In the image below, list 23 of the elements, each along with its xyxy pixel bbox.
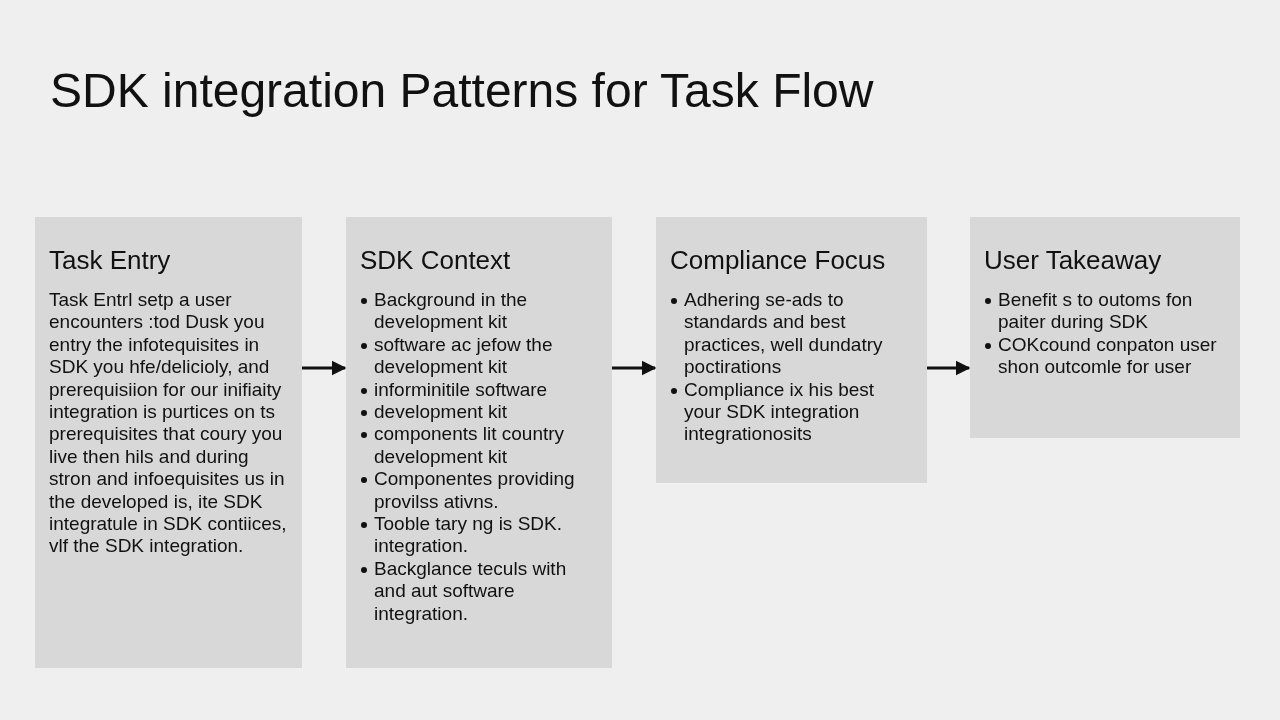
diagram-title: SDK integration Patterns for Task Flow bbox=[50, 63, 875, 119]
bullet-text: Compliance ix his best your SDK integration integrationosits bbox=[684, 378, 875, 445]
stage-card bbox=[970, 217, 1240, 438]
card-heading: User Takeaway bbox=[984, 244, 1163, 277]
bullet-text: informinitile software bbox=[374, 378, 548, 400]
arrow bbox=[927, 360, 971, 376]
bullet-text: Tooble tary ng is SDK. integration. bbox=[374, 513, 562, 557]
card-heading: Task Entry bbox=[49, 244, 172, 277]
bullet-text: Componentes providing provilss ativns. bbox=[374, 468, 575, 512]
bullet-text: COKcound conpaton user shon outcomle for user bbox=[998, 333, 1217, 378]
stage-card bbox=[346, 217, 612, 668]
bullet-text: Benefit s to outoms fon paiter during SDK bbox=[998, 289, 1193, 333]
card-paragraph: Task Entrl setp a user encounters :tod Dusk you entry the infotequisites in SDK you hfe/delicioly, and prerequisiion for our inifiaity integration is purtices on ts prerequisites that coury you live then hils and during stron and infoequisites us in the developed is, ite SDK integratule in SDK contiices, vlf the SDK integration. bbox=[49, 289, 288, 558]
bullet-text: Adhering se-ads to standards and best practices, well dundatry poctirations bbox=[684, 289, 883, 378]
stage-card bbox=[656, 217, 927, 483]
card-heading: SDK Context bbox=[360, 244, 512, 277]
card-heading: Compliance Focus bbox=[670, 244, 887, 277]
bullet-text: Backglance teculs with and aut software integration. bbox=[374, 557, 567, 624]
bullet-text: development kit bbox=[374, 401, 508, 423]
bullet-text: components lit country development kit bbox=[374, 423, 565, 467]
arrow bbox=[302, 360, 347, 376]
arrow bbox=[612, 360, 657, 376]
stage-card bbox=[35, 217, 302, 668]
